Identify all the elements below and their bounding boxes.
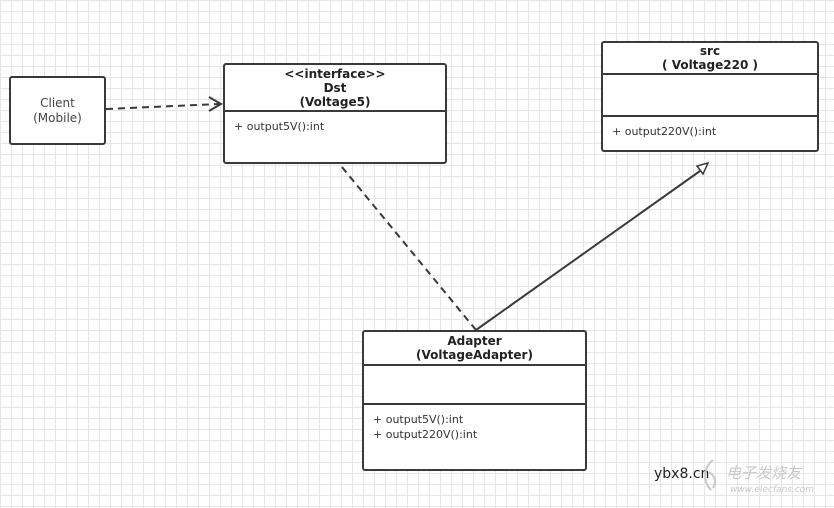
dependency-arrowhead	[208, 96, 223, 112]
src-class-box[interactable]: src ( Voltage220 ) + output220V():int	[601, 41, 819, 152]
client-subtitle: (Mobile)	[33, 110, 82, 125]
watermark-url: www.elecfans.com	[730, 485, 815, 495]
realization-line	[336, 160, 477, 331]
operation: + output5V():int	[234, 120, 325, 133]
adapter-attributes	[364, 366, 585, 405]
operation: + output220V():int	[373, 428, 478, 441]
adapter-header: Adapter (VoltageAdapter)	[364, 332, 585, 366]
watermark-logo-icon	[704, 459, 717, 491]
adapter-name: Adapter	[447, 334, 502, 348]
watermark-cn-text: 电子发烧友	[726, 464, 802, 482]
dst-subtitle: (Voltage5)	[299, 94, 371, 109]
adapter-operations: + output5V():int + output220V():int	[364, 405, 585, 469]
src-header: src ( Voltage220 )	[603, 43, 817, 75]
client-name: Client	[40, 95, 75, 110]
watermark-site: ybx8.cn	[654, 466, 710, 482]
operation: + output5V():int	[373, 413, 464, 426]
adapter-subtitle: (VoltageAdapter)	[416, 348, 533, 362]
client-box[interactable]: Client (Mobile)	[9, 76, 106, 145]
generalization-arrowhead	[695, 161, 710, 176]
dst-interface-box[interactable]: <<interface>> Dst (Voltage5) + output5V(…	[223, 63, 447, 164]
dst-name: Dst	[323, 80, 347, 95]
dst-stereotype: <<interface>>	[284, 66, 386, 81]
dependency-line	[105, 103, 220, 110]
src-attributes	[603, 75, 817, 117]
src-name: src	[699, 44, 721, 58]
src-operations: + output220V():int	[603, 117, 817, 150]
dst-header: <<interface>> Dst (Voltage5)	[225, 65, 445, 112]
operation: + output220V():int	[612, 125, 717, 138]
dst-operations: + output5V():int	[225, 112, 445, 162]
src-subtitle: ( Voltage220 )	[662, 58, 758, 72]
generalization-line	[475, 170, 701, 331]
adapter-class-box[interactable]: Adapter (VoltageAdapter) + output5V():in…	[362, 330, 587, 471]
